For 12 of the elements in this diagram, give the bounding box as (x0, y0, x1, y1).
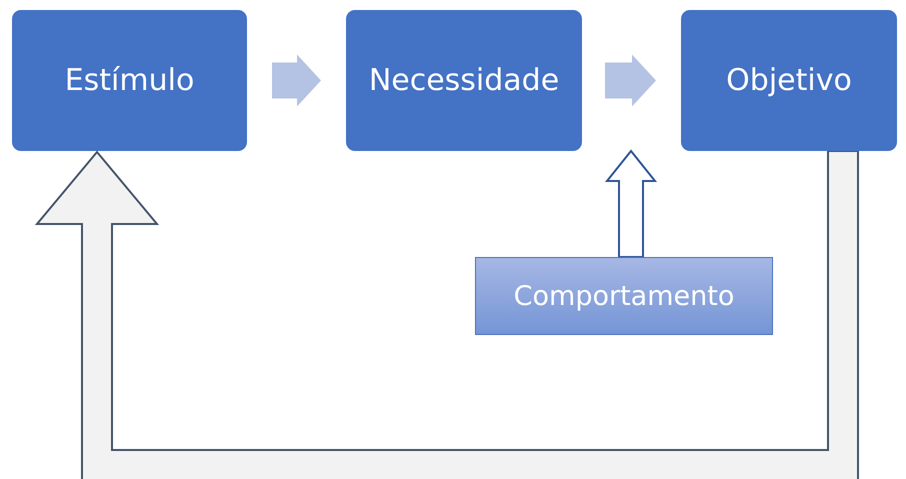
box-label: Estímulo (64, 63, 194, 98)
block-arrow (605, 54, 656, 106)
process-box (12, 10, 247, 151)
block-arrow (34, 150, 859, 479)
block-arrow (604, 149, 658, 258)
process-box (346, 10, 582, 151)
box-label: Necessidade (368, 63, 560, 98)
box-label: Objetivo (726, 63, 852, 98)
box-label: Comportamento (514, 280, 734, 312)
process-box (681, 10, 897, 151)
action-box (475, 257, 773, 335)
block-arrow (272, 54, 321, 106)
